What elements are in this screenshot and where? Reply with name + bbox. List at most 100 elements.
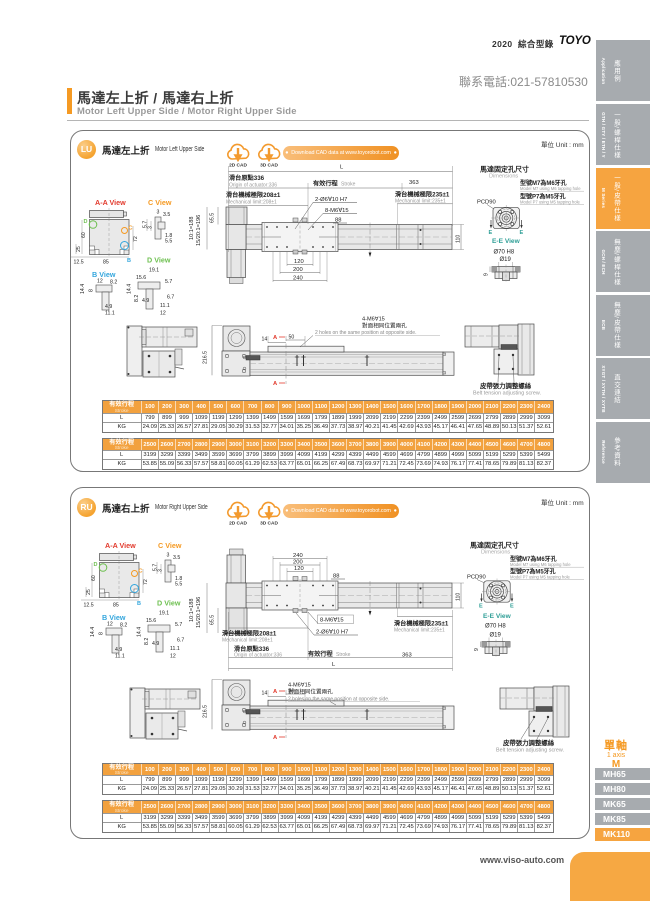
svg-text:A: A [273, 381, 278, 387]
svg-text:65.5: 65.5 [210, 213, 216, 223]
svg-text:14.4: 14.4 [137, 627, 143, 637]
svg-text:9: 9 [474, 648, 480, 651]
svg-text:皮帶張力調整螺絲: 皮帶張力調整螺絲 [479, 381, 532, 390]
svg-text:Mechanical limit:235±1: Mechanical limit:235±1 [395, 198, 446, 204]
svg-text:50: 50 [289, 689, 295, 695]
svg-text:216.5: 216.5 [203, 351, 209, 364]
svg-text:3: 3 [157, 210, 160, 216]
svg-text:型號P7為M5牙孔: 型號P7為M5牙孔 [520, 193, 566, 201]
svg-text:3: 3 [158, 569, 164, 572]
svg-text:4-M6∀15: 4-M6∀15 [288, 682, 311, 689]
svg-text:D View: D View [157, 599, 181, 608]
svg-text:8-M6∀15: 8-M6∀15 [320, 617, 344, 624]
svg-text:110: 110 [456, 235, 462, 243]
svg-text:Ø19: Ø19 [500, 257, 512, 263]
svg-text:A: A [273, 335, 278, 341]
svg-text:Belt tension adjusting screw.: Belt tension adjusting screw. [496, 748, 564, 754]
svg-text:8.2: 8.2 [110, 280, 117, 286]
svg-text:72: 72 [143, 579, 149, 585]
svg-text:14.4: 14.4 [127, 284, 133, 294]
svg-text:E: E [489, 230, 493, 236]
svg-text:120: 120 [294, 566, 304, 572]
svg-text:Model P7 using M5 tapping hole: Model P7 using M5 tapping hole [510, 575, 570, 580]
svg-text:65.5: 65.5 [210, 615, 216, 625]
svg-text:60: 60 [91, 575, 97, 581]
svg-text:E-E View: E-E View [483, 613, 512, 620]
svg-text:2D CAD: 2D CAD [229, 521, 247, 526]
svg-text:11.1: 11.1 [160, 303, 170, 309]
svg-text:D: D [84, 219, 88, 225]
svg-text:60: 60 [81, 232, 87, 238]
svg-text:Belt tension adjusting screw.: Belt tension adjusting screw. [473, 391, 541, 397]
svg-text:2 holes on the same position a: 2 holes on the same position at opposite… [288, 696, 389, 702]
svg-text:4.9: 4.9 [105, 304, 112, 310]
svg-text:型號M7為M6牙孔: 型號M7為M6牙孔 [520, 179, 567, 187]
svg-text:對面相同位置兩孔: 對面相同位置兩孔 [362, 322, 407, 330]
svg-text:50: 50 [289, 335, 295, 341]
svg-text:馬達固定孔尺寸: 馬達固定孔尺寸 [480, 165, 529, 174]
svg-text:8.2: 8.2 [144, 638, 150, 645]
svg-text:D View: D View [147, 256, 171, 265]
svg-text:PCD90: PCD90 [477, 200, 496, 206]
svg-text:Model P7 using M5 tapping hole: Model P7 using M5 tapping hole [520, 200, 580, 205]
svg-text:Mechanical limit:208±1: Mechanical limit:208±1 [226, 200, 277, 206]
svg-text:88: 88 [333, 574, 339, 580]
svg-text:8.2: 8.2 [120, 623, 127, 629]
svg-text:19.1: 19.1 [149, 268, 159, 274]
svg-text:Dimensions: Dimensions [481, 550, 510, 556]
svg-text:皮帶張力調整螺絲: 皮帶張力調整螺絲 [502, 738, 555, 747]
svg-text:3: 3 [167, 553, 170, 559]
svg-text:A: A [273, 735, 278, 741]
svg-text:200: 200 [293, 560, 303, 566]
svg-text:B View: B View [102, 613, 126, 622]
svg-text:Ø70 H8: Ø70 H8 [485, 624, 506, 630]
svg-text:12.5: 12.5 [74, 260, 84, 266]
svg-text:14: 14 [262, 337, 268, 343]
svg-text:4.9: 4.9 [115, 647, 122, 653]
svg-text:10:1=188: 10:1=188 [189, 217, 195, 241]
svg-text:Model M7 using M6 tapping hole: Model M7 using M6 tapping hole [520, 186, 581, 191]
svg-text:Ø19: Ø19 [490, 633, 502, 639]
svg-text:Mechanical limit:235±1: Mechanical limit:235±1 [394, 628, 445, 634]
svg-text:9: 9 [484, 273, 490, 276]
svg-text:E-E View: E-E View [492, 238, 521, 245]
svg-text:15/20:1=196: 15/20:1=196 [196, 597, 202, 628]
svg-text:Ø70 H8: Ø70 H8 [494, 250, 515, 256]
svg-text:E: E [510, 604, 514, 610]
svg-text:6.7: 6.7 [177, 638, 184, 644]
svg-text:11.1: 11.1 [115, 654, 125, 660]
svg-text:2-Ø6∀10 H7: 2-Ø6∀10 H7 [315, 196, 347, 203]
svg-text:88: 88 [335, 218, 341, 224]
svg-text:滑台原點336: 滑台原點336 [229, 174, 265, 182]
svg-text:Dimensions: Dimensions [489, 174, 518, 180]
svg-text:滑台機械極限208±1: 滑台機械極限208±1 [222, 630, 277, 638]
svg-text:72: 72 [133, 236, 139, 242]
svg-text:B View: B View [92, 270, 116, 279]
svg-text:5.7: 5.7 [153, 564, 159, 571]
svg-text:3: 3 [148, 226, 154, 229]
svg-text:200: 200 [293, 267, 303, 273]
svg-text:Stroke: Stroke [341, 182, 356, 188]
svg-text:4-M6∀15: 4-M6∀15 [362, 316, 385, 323]
svg-text:6.7: 6.7 [167, 295, 174, 301]
svg-text:對面相同位置兩孔: 對面相同位置兩孔 [288, 688, 333, 696]
svg-text:15.6: 15.6 [146, 618, 156, 624]
svg-text:A-A View: A-A View [95, 198, 126, 207]
svg-text:E: E [520, 230, 524, 236]
svg-text:3D CAD: 3D CAD [260, 521, 278, 526]
svg-text:滑台原點336: 滑台原點336 [234, 645, 270, 653]
svg-text:15.6: 15.6 [136, 275, 146, 281]
svg-text:5.7: 5.7 [143, 221, 149, 228]
svg-text:85: 85 [103, 260, 109, 266]
svg-text:D: D [94, 562, 98, 568]
svg-text:4.9: 4.9 [152, 641, 159, 647]
svg-text:240: 240 [293, 553, 303, 559]
svg-text:363: 363 [409, 180, 419, 186]
svg-text:2D CAD: 2D CAD [229, 163, 247, 168]
svg-text:2 holes on the same position a: 2 holes on the same position at opposite… [315, 330, 416, 336]
svg-text:12.5: 12.5 [84, 603, 94, 609]
svg-text:85: 85 [113, 603, 119, 609]
svg-text:8-M6∀15: 8-M6∀15 [325, 207, 349, 214]
svg-text:B: B [127, 258, 131, 264]
svg-text:Origin of actuator:336: Origin of actuator:336 [229, 183, 277, 189]
